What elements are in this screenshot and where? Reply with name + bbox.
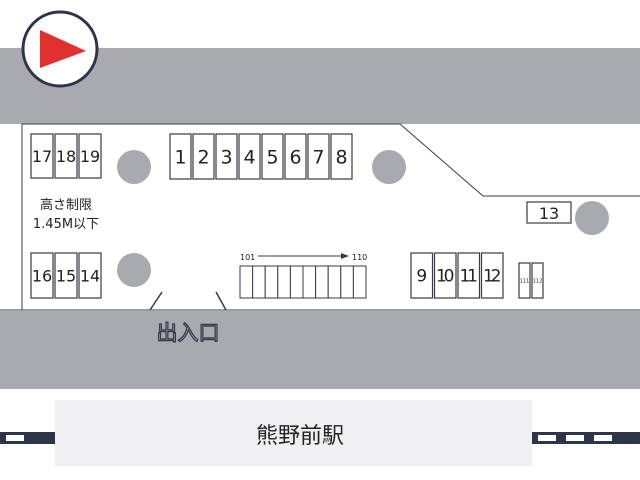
space-number: 14 <box>80 266 100 285</box>
space-number: 112 <box>533 278 543 284</box>
bike-range-end: 110 <box>352 253 367 262</box>
parking-space-9: 9 <box>410 252 434 299</box>
parking-space-12: 12 <box>480 252 504 299</box>
space-number: 17 <box>32 147 52 166</box>
space-number: 6 <box>289 146 301 168</box>
bike-spaces <box>239 265 367 299</box>
bike-space <box>302 265 317 299</box>
railway-line-right <box>532 432 640 444</box>
entrance-label: 出入口 <box>157 321 220 345</box>
space-number: 18 <box>56 147 76 166</box>
space-number: 8 <box>335 146 347 168</box>
railway-line-left <box>0 432 55 444</box>
space-number: 13 <box>539 204 559 223</box>
height-limit-line1: 高さ制限 <box>40 197 92 213</box>
road-bottom <box>0 311 640 389</box>
bike-space <box>252 265 266 299</box>
station-box <box>55 400 532 466</box>
parking-space-3: 3 <box>215 133 238 180</box>
parking-space-11: 11 <box>457 252 481 299</box>
parking-space-10: 10 <box>433 252 457 299</box>
bike-space <box>239 265 254 299</box>
parking-space-2: 2 <box>192 133 215 180</box>
parking-space-6: 6 <box>284 133 307 180</box>
bike-space <box>277 265 291 299</box>
parking-space-17: 17 <box>30 133 54 179</box>
parking-space-18: 18 <box>54 133 78 179</box>
space-number: 12 <box>483 267 502 287</box>
space-number: 7 <box>312 146 324 168</box>
space-number: 9 <box>416 267 427 287</box>
bike-space <box>315 265 329 299</box>
parking-space-112: 112 <box>531 262 544 299</box>
north-arrow-icon <box>21 10 99 88</box>
entrance-marker-left <box>149 291 163 311</box>
pillar <box>117 150 151 184</box>
parking-space-8: 8 <box>330 133 353 180</box>
bike-range-start: 101 <box>240 253 255 262</box>
space-number: 4 <box>243 146 255 168</box>
parking-space-19: 19 <box>78 133 102 179</box>
parking-space-15: 15 <box>54 252 78 299</box>
parking-space-111: 111 <box>518 262 531 299</box>
parking-space-13: 13 <box>526 201 572 224</box>
space-number: 111 <box>520 278 530 284</box>
space-number: 19 <box>80 147 100 166</box>
space-number: 16 <box>32 266 52 285</box>
parking-space-5: 5 <box>261 133 284 180</box>
bike-space <box>289 265 304 299</box>
entrance-marker-right <box>215 291 227 311</box>
space-number: 1 <box>174 146 186 168</box>
pillar <box>372 150 406 184</box>
height-limit-line2: 1.45M以下 <box>33 217 99 232</box>
space-number: 15 <box>56 266 76 285</box>
space-number: 5 <box>266 146 278 168</box>
parking-space-4: 4 <box>238 133 261 180</box>
parking-space-14: 14 <box>78 252 102 299</box>
pillar <box>117 253 151 287</box>
parking-space-1: 1 <box>169 133 192 180</box>
parking-space-7: 7 <box>307 133 330 180</box>
parking-space-16: 16 <box>30 252 54 299</box>
road-top <box>0 48 640 124</box>
space-number: 3 <box>220 146 232 168</box>
lot-outline <box>0 123 640 311</box>
space-number: 10 <box>436 267 455 287</box>
bike-space <box>340 265 354 299</box>
bike-space <box>264 265 279 299</box>
space-number: 11 <box>460 267 479 287</box>
station-name: 熊野前駅 <box>256 424 344 449</box>
pillar <box>575 201 609 235</box>
space-number: 2 <box>197 146 209 168</box>
bike-range-arrow-icon <box>341 253 349 259</box>
bike-space <box>352 265 367 299</box>
bike-space <box>327 265 342 299</box>
